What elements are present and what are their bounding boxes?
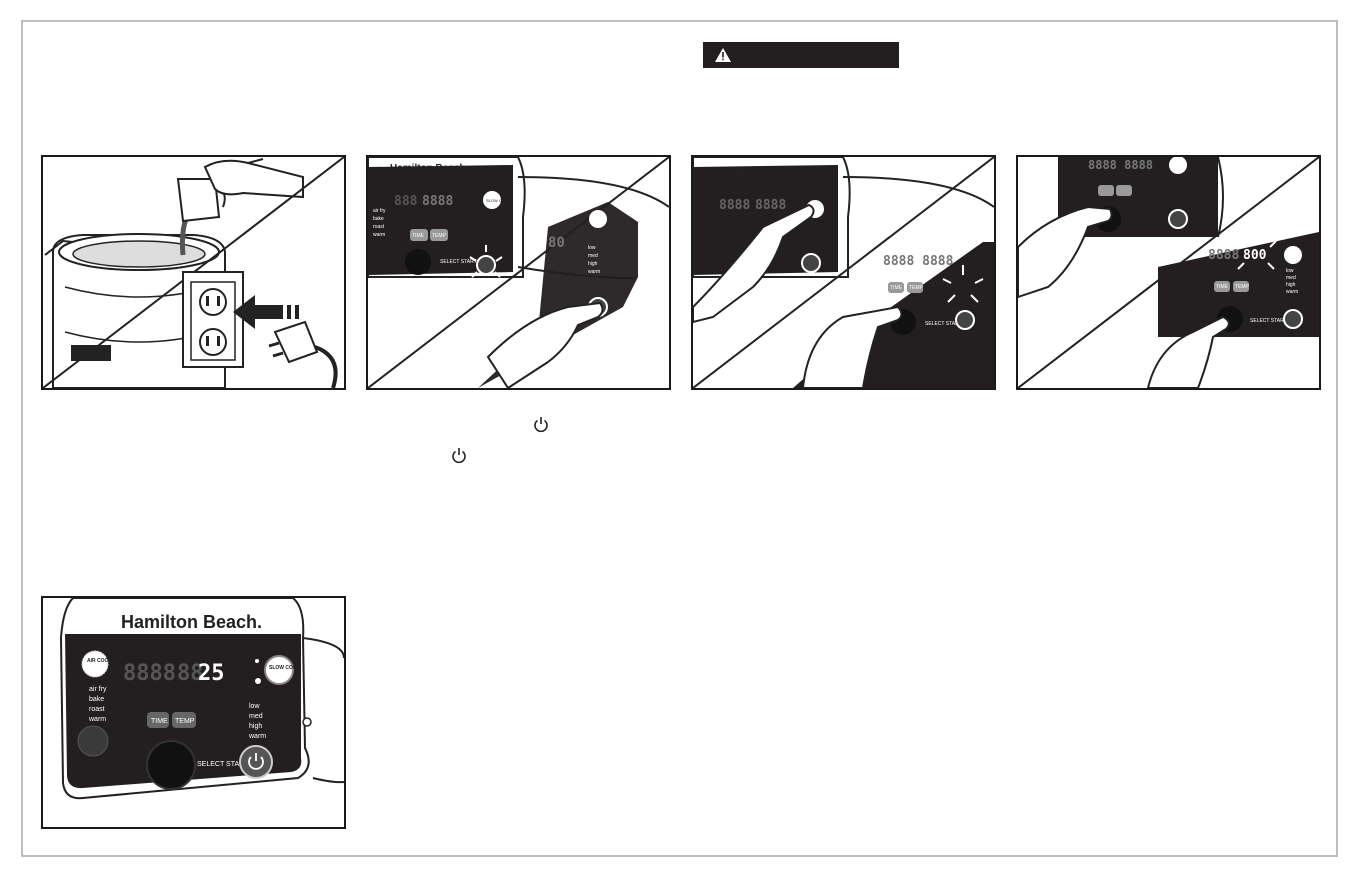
temp-label: TEMP (432, 233, 447, 239)
time-label: TIME (412, 233, 425, 239)
svg-text:8888 8888: 8888 8888 (883, 254, 954, 269)
mode-med: med (1286, 275, 1296, 281)
power-icon (452, 448, 466, 464)
temp-button[interactable] (172, 712, 196, 728)
mode-bake: bake (373, 216, 384, 222)
temp-label: TEMP (909, 285, 924, 291)
select-start-dial[interactable] (146, 740, 196, 790)
power-icon (534, 417, 548, 433)
illustration-set-time: 8888 8888 8888 800 TIME TEMP SELECT STAR… (1016, 155, 1321, 390)
svg-text:Hamilton Beach.: Hamilton Beach. (390, 163, 469, 174)
display-ghost: 88 (177, 661, 204, 686)
warning-icon (715, 48, 731, 62)
display-right: 8888 (422, 194, 453, 209)
mode-high: high (249, 723, 262, 730)
display-right: 800 (1243, 248, 1267, 263)
mode-med: med (249, 713, 263, 720)
mode-warm-right: warm (1286, 289, 1298, 295)
time-label: TIME (1216, 284, 1229, 290)
display-left: 8888 (123, 661, 176, 686)
mode-low: low (249, 703, 260, 710)
mode-warm-right: warm (248, 733, 266, 740)
illustration-control-panel: Hamilton Beach. AIR COOK air fry bake ro… (41, 596, 346, 829)
svg-text:80: 80 (548, 235, 565, 251)
svg-text:8888: 8888 (1208, 248, 1239, 263)
mode-air-fry: air fry (373, 208, 386, 214)
mode-warm-right: warm (588, 269, 600, 275)
mode-med: med (588, 253, 598, 259)
temp-label: TEMP (175, 718, 195, 725)
illustration-press-power: Hamilton Beach. 888 8888 SLOW COOK TIME … (366, 155, 671, 390)
temp-label: TEMP (1235, 284, 1250, 290)
power-button[interactable] (239, 745, 273, 779)
mode-warm: warm (88, 716, 106, 723)
mode-low: low (588, 245, 596, 251)
slow-cook-label: SLOW COOK (269, 665, 301, 671)
display-right: 8888 (755, 198, 786, 213)
mode-roast: roast (89, 706, 105, 713)
mode-warm: warm (373, 232, 385, 238)
illustration-fill-and-plug (41, 155, 346, 390)
display-right: 25 (198, 661, 225, 686)
air-cook-label: AIR COOK (87, 658, 112, 664)
illustration-press-slow-cook: Hamilton Beach. 8888 8888 8888 8888 TIME… (691, 155, 996, 390)
select-start-label: SELECT START (1250, 318, 1287, 324)
mode-roast: roast (373, 224, 385, 230)
svg-text:Hamilton Beach.: Hamilton Beach. (711, 169, 790, 180)
time-label: TIME (890, 285, 903, 291)
warning-banner (703, 42, 899, 68)
time-label: TIME (151, 718, 168, 725)
mode-high: high (1286, 282, 1296, 288)
select-start-label: SELECT START (925, 321, 962, 327)
display-left: 8888 (719, 198, 750, 213)
mode-air-fry: air fry (89, 686, 107, 693)
display-left: 888 (394, 194, 418, 209)
select-start-label: SELECT START (197, 761, 249, 768)
svg-text:8888 8888: 8888 8888 (1088, 158, 1153, 172)
slow-cook-label: SLOW COOK (486, 198, 511, 203)
mode-bake: bake (89, 696, 104, 703)
page-border (21, 20, 1338, 857)
select-start-label: SELECT START (440, 259, 477, 265)
time-button[interactable] (147, 712, 169, 728)
brand-logo: Hamilton Beach. (121, 612, 262, 632)
mode-low: low (1286, 268, 1294, 274)
mode-high: high (588, 261, 598, 267)
